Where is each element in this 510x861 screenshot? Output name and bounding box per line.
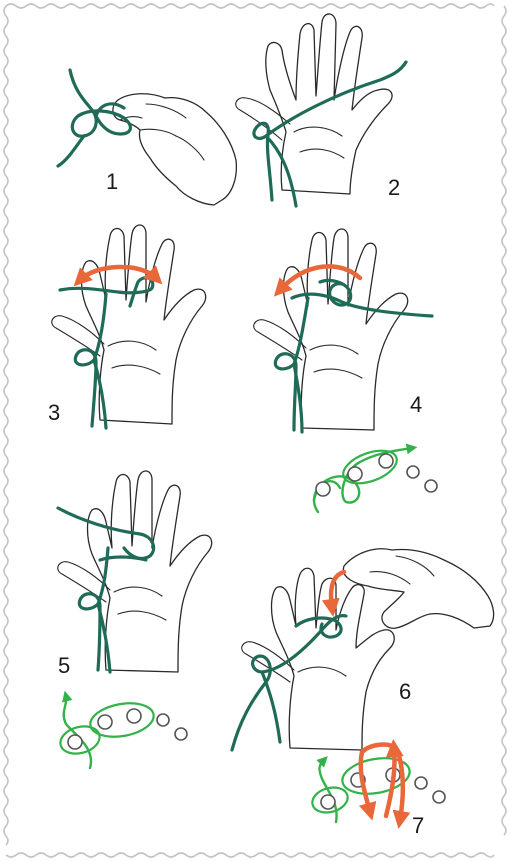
step-number: 3 [48,400,60,425]
stitch-circle [415,777,427,789]
stitch-circle [175,728,187,740]
stitch-circle [321,795,335,809]
stitch-circle [157,714,169,726]
step-number: 1 [106,169,118,194]
step-number: 6 [399,679,411,704]
stitch-circle [433,791,445,803]
step-number: 2 [388,175,400,200]
stitch-circle [127,709,141,723]
stitch-circle [348,467,362,481]
stitch-circle [379,454,393,468]
stitch-circle [316,482,330,496]
stitch-circle [98,715,112,729]
step-number: 4 [410,392,422,417]
stitch-circle [407,466,419,478]
stitch-circle [68,735,82,749]
stitch-circle [425,480,437,492]
step-number: 7 [412,813,424,838]
step-number: 5 [58,653,70,678]
